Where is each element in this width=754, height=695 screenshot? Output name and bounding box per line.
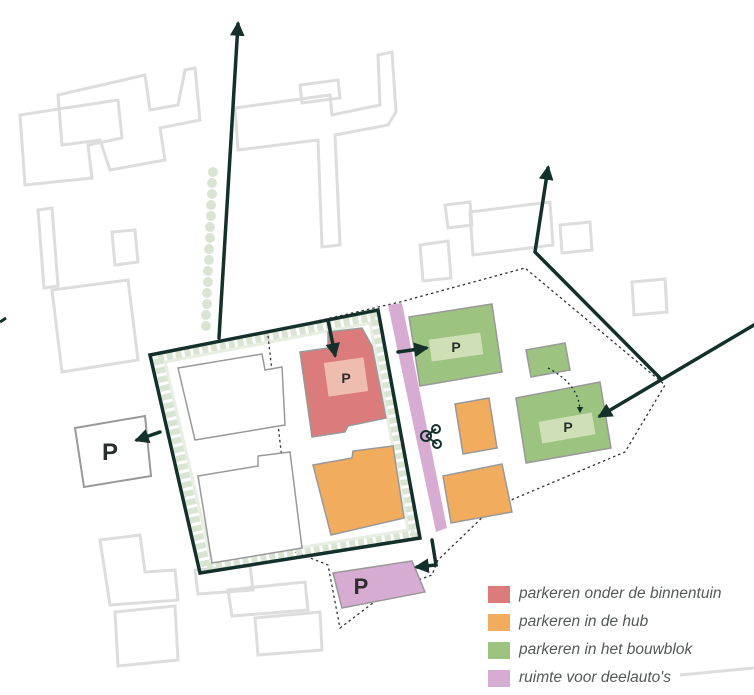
parking-symbol-block-north: P	[451, 339, 460, 355]
main-block-frame	[147, 307, 423, 575]
context-building	[36, 206, 60, 290]
hedge-ring	[151, 310, 421, 574]
building-west-north	[177, 353, 286, 441]
legend-item-underground: parkeren onder de binnentuin	[488, 580, 722, 608]
parking-hub-small-2	[442, 463, 513, 524]
context-building	[233, 50, 398, 249]
parking-symbol-shared: P	[354, 574, 369, 599]
arrow-into-red	[325, 318, 340, 358]
context-building	[56, 66, 202, 172]
parking-symbol-underground: P	[341, 370, 350, 386]
legend-swatch	[488, 641, 510, 659]
context-building	[443, 200, 474, 230]
parking-block-small	[525, 342, 571, 378]
parking-hub-small-1	[454, 397, 498, 455]
legend-swatch	[488, 613, 510, 631]
parking-symbol-west: P	[102, 439, 118, 466]
shared-car-parking	[332, 560, 427, 609]
context-building	[253, 610, 324, 657]
access-arrows	[134, 21, 754, 574]
context-building	[468, 200, 555, 257]
legend-label: parkeren onder de binnentuin	[519, 585, 722, 602]
building-west-south	[197, 451, 303, 564]
context-building	[110, 228, 140, 267]
context-building	[113, 604, 180, 668]
context-building	[679, 666, 754, 677]
arrow-west-edge	[0, 316, 7, 324]
legend-label: parkeren in de hub	[519, 613, 649, 630]
context-building	[98, 533, 180, 607]
parking-hub-building	[312, 445, 405, 536]
legend: parkeren onder de binnentuin parkeren in…	[488, 580, 722, 692]
arrow-west-parking	[134, 429, 162, 444]
arrow-north	[217, 21, 245, 340]
arrow-dotted-transfer	[547, 367, 584, 414]
road-south	[414, 538, 439, 574]
context-buildings	[18, 50, 754, 677]
arrow-east	[597, 323, 754, 418]
shared-car-strip	[388, 303, 447, 532]
legend-swatch	[488, 669, 510, 687]
legend-swatch	[488, 585, 510, 603]
legend-item-hub: parkeren in de hub	[488, 608, 722, 636]
context-building	[226, 580, 310, 618]
context-building	[298, 78, 342, 105]
parking-west	[73, 414, 153, 489]
parking-symbol-block-east: P	[563, 419, 572, 435]
context-building	[18, 98, 124, 187]
bike-share-icon	[420, 424, 442, 449]
context-building	[630, 277, 669, 317]
site-boundary-dashed	[264, 267, 666, 630]
context-building	[418, 239, 453, 283]
legend-item-block: parkeren in het bouwblok	[488, 636, 722, 664]
context-building	[50, 278, 140, 374]
legend-label: ruimte voor deelauto's	[519, 669, 672, 686]
hedge-vertical	[201, 167, 218, 331]
arrow-into-green	[396, 342, 429, 357]
context-building	[558, 220, 594, 255]
legend-label: parkeren in het bouwblok	[519, 641, 693, 658]
legend-item-shared: ruimte voor deelauto's	[488, 664, 722, 692]
arrow-northeast	[533, 165, 662, 380]
